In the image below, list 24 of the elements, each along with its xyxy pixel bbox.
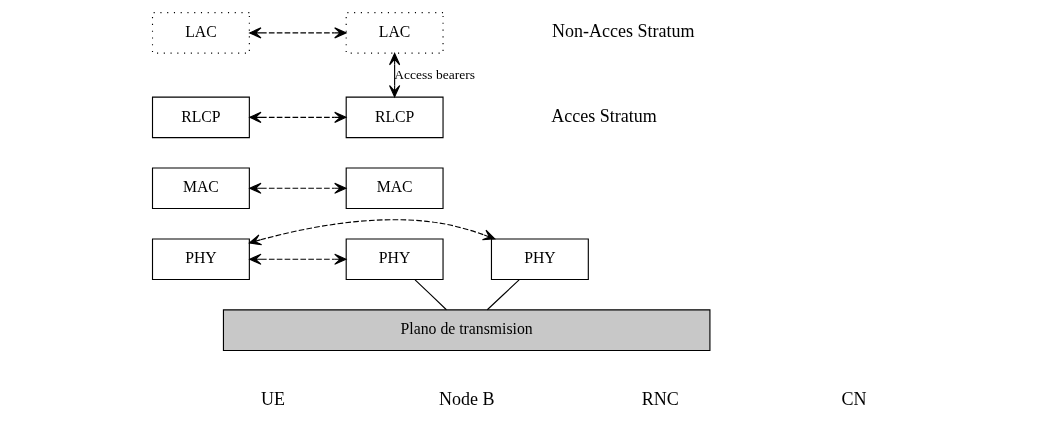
node-box: LAC: [151, 12, 250, 54]
node-box: PHY: [345, 238, 444, 281]
label: UE: [261, 389, 285, 410]
arrow: [248, 219, 496, 246]
connector: [486, 279, 520, 311]
label: Acces Stratum: [551, 105, 657, 126]
node-box: RLCP: [345, 96, 444, 139]
arrow: [389, 52, 401, 98]
arrow: [249, 111, 347, 123]
connector: [414, 279, 447, 311]
arrow: [249, 182, 347, 194]
label: Node B: [438, 389, 495, 410]
arrow: [249, 253, 347, 265]
arrow: [249, 27, 347, 39]
node-box: PHY: [151, 238, 250, 281]
node-box: PHY: [490, 238, 589, 281]
node-box: MAC: [345, 167, 444, 210]
label: CN: [841, 389, 867, 410]
node-box: Plano de transmision: [222, 309, 711, 351]
label: Non-Acces Stratum: [551, 21, 695, 42]
node-box: MAC: [151, 167, 250, 210]
node-box: LAC: [345, 12, 444, 54]
label: RNC: [641, 389, 679, 410]
node-box: RLCP: [151, 96, 250, 139]
